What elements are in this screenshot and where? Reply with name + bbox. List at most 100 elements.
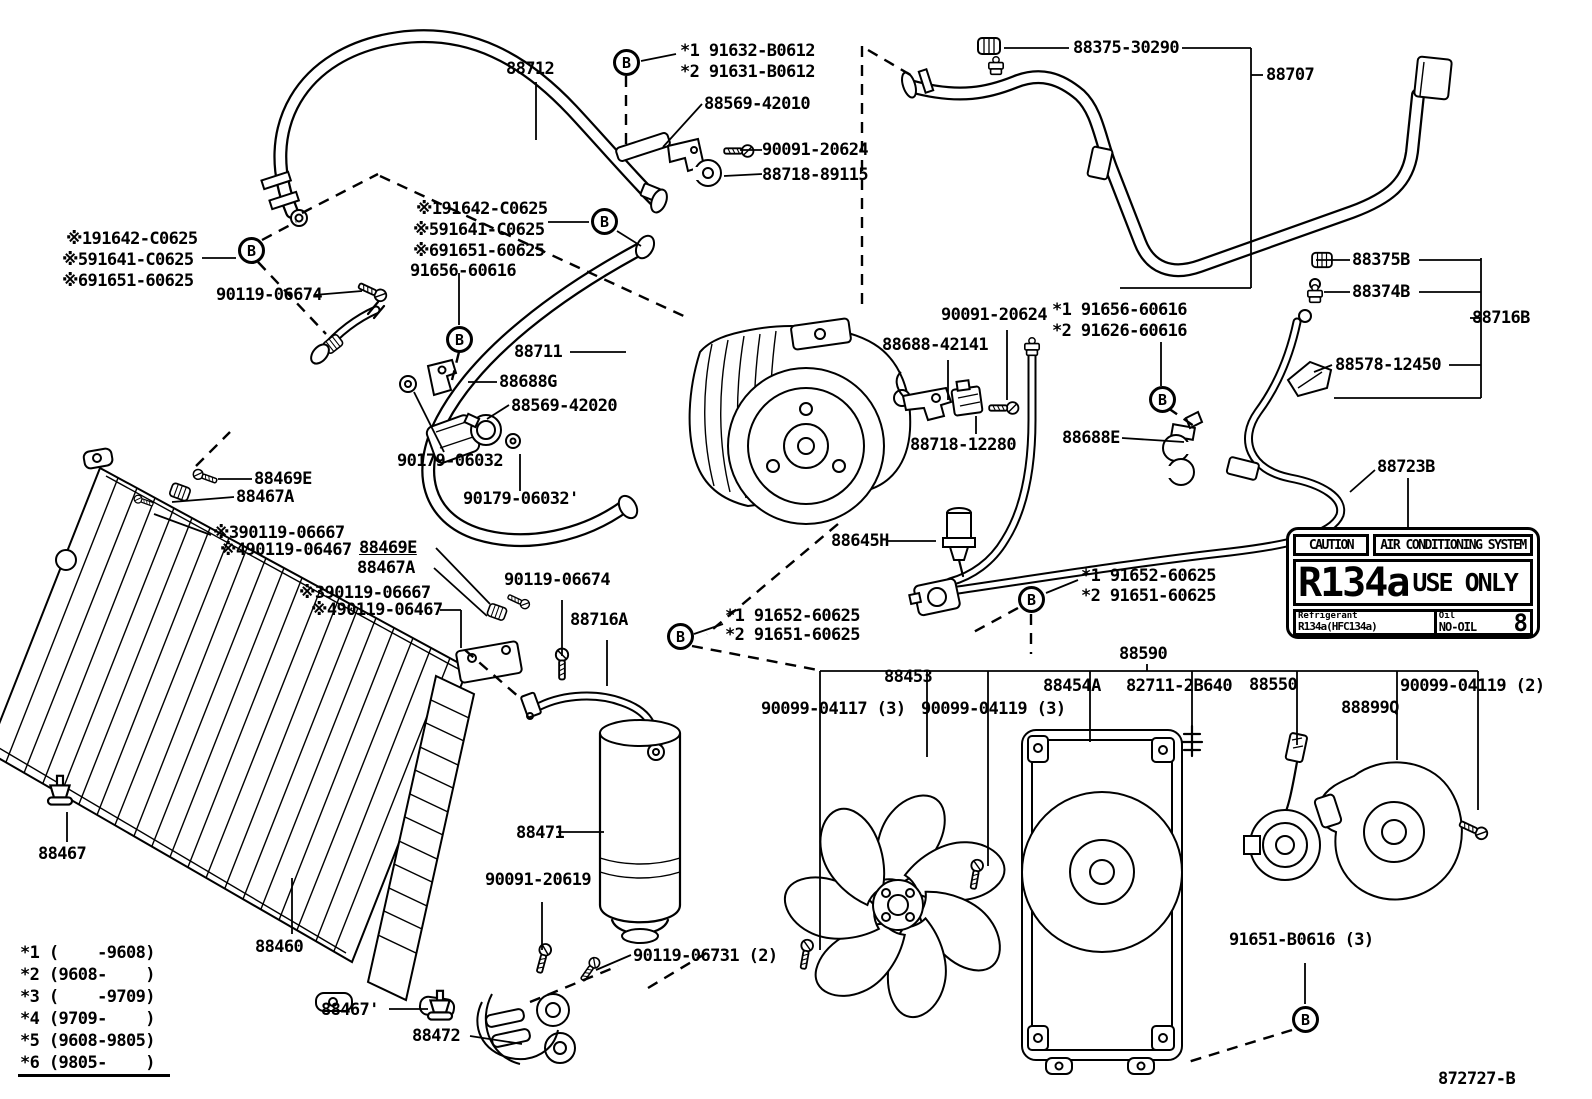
oil-number: 8 — [1513, 609, 1528, 636]
part-label-88471: 88471 — [516, 823, 565, 843]
refrigerant-type: R134a — [1298, 559, 1410, 606]
diagram-code: 872727-B — [1438, 1069, 1516, 1089]
refrigerant-value: R134a(HFC134a) — [1298, 620, 1378, 633]
b-marker-6: B — [1018, 586, 1045, 613]
part-label-88472: 88472 — [412, 1026, 461, 1046]
use-only-text: USE ONLY — [1412, 568, 1518, 597]
caution-word: CAUTION — [1293, 534, 1369, 556]
drier-bracket-88472 — [476, 993, 576, 1065]
discharge-pipe-88707 — [901, 37, 1453, 277]
part-label-90119-06674-2: 90119-06674 — [504, 570, 611, 590]
fan-motor-88550 — [1243, 732, 1321, 881]
part-label-90091-20624-2: 90091-20624 — [941, 305, 1048, 325]
oil-value: NO-OIL — [1438, 620, 1477, 634]
motor-cover-88899Q — [1313, 761, 1463, 901]
part-label-88375B: 88375B — [1352, 250, 1410, 270]
part-label-88569-42010: 88569-42010 — [704, 94, 811, 114]
part-label-90179-06032-2: 90179-06032' — [463, 489, 579, 509]
part-label-88467-2: 88467' — [321, 1000, 379, 1020]
clamp-88718-89115 — [693, 159, 722, 187]
part-label-88718-12280: 88718-12280 — [910, 435, 1017, 455]
part-label-88899Q: 88899Q — [1341, 698, 1399, 718]
part-label-91652-60625-2: *1 91652-60625 — [725, 606, 860, 626]
caution-sticker: CAUTION AIR CONDITIONING SYSTEM R134a US… — [1286, 527, 1540, 639]
bracket-88569-42010 — [615, 132, 706, 173]
damper-88718-12280 — [950, 379, 984, 417]
screw-90091-20624-2 — [988, 401, 1020, 415]
part-label-88454A: 88454A — [1043, 676, 1101, 696]
leader-lines — [66, 47, 1482, 1045]
pressure-switch-88645H — [942, 507, 976, 578]
dashed-lines — [195, 46, 1293, 1064]
part-label-82711-2B640: 82711-2B640 — [1126, 676, 1233, 696]
part-label-91632-B0612: *1 91632-B0612 — [680, 41, 815, 61]
part-label-90099-04119-3: 90099-04119 (3) — [921, 699, 1066, 719]
part-label-91651-60625-2: *2 91651-60625 — [725, 625, 860, 645]
receiver-drier — [598, 719, 682, 944]
part-label-88688-42141: 88688-42141 — [882, 335, 989, 355]
fan-shroud-88454A — [1021, 729, 1183, 1075]
hose-stub — [310, 300, 386, 365]
part-label-490119-06467-2: ※490119-06467 — [311, 600, 443, 620]
footnote-2: *2 (9608- ) — [20, 965, 155, 985]
part-label-191642-C0625-2: ※191642-C0625 — [416, 199, 548, 219]
part-label-88453: 88453 — [884, 667, 933, 687]
screw-88469E — [191, 467, 219, 487]
part-label-591641-C0625-2: ※591641-C0625 — [413, 220, 545, 240]
b-marker-7: B — [667, 623, 694, 650]
part-label-88645H: 88645H — [831, 531, 889, 551]
part-label-91651-60625: *2 91651-60625 — [1081, 586, 1216, 606]
part-label-90099-04117: 90099-04117 (3) — [761, 699, 906, 719]
bracket-88688E — [1162, 410, 1204, 486]
part-label-691651-60625: ※691651-60625 — [62, 271, 194, 291]
part-label-88569-42020: 88569-42020 — [511, 396, 618, 416]
footnote-divider — [18, 1074, 170, 1077]
b-marker-5: B — [1149, 386, 1176, 413]
part-label-490119-06467: ※490119-06467 — [220, 540, 352, 560]
part-label-88469E: 88469E — [254, 469, 312, 489]
refrigerant-cell: Refrigerant R134a(HFC134a) — [1293, 609, 1437, 636]
part-label-88712: 88712 — [506, 59, 555, 79]
part-label-88578-12450: 88578-12450 — [1335, 355, 1442, 375]
collar-88467A-2 — [485, 602, 509, 622]
part-label-88716B: 88716B — [1472, 308, 1530, 328]
pipe-clamp — [908, 577, 961, 617]
screw-90091-20624 — [723, 144, 755, 158]
suction-hose-88711 — [421, 234, 656, 548]
collar-88467A — [168, 481, 192, 503]
compressor — [688, 317, 912, 525]
part-label-91656-60616-2: *1 91656-60616 — [1052, 300, 1187, 320]
part-label-90119-06674: 90119-06674 — [216, 285, 323, 305]
oil-title: Oil — [1438, 611, 1456, 621]
caution-system: AIR CONDITIONING SYSTEM — [1373, 534, 1533, 556]
part-label-88718-89115: 88718-89115 — [762, 165, 869, 185]
part-label-88716A: 88716A — [570, 610, 628, 630]
part-label-88374B: 88374B — [1352, 282, 1410, 302]
pipe-with-switch — [945, 336, 1041, 587]
oil-cell: Oil NO-OIL 8 — [1436, 609, 1533, 636]
footnote-6: *6 (9805- ) — [20, 1053, 155, 1073]
condenser — [0, 447, 470, 1019]
part-label-88590: 88590 — [1119, 644, 1168, 664]
part-label-91652-60625: *1 91652-60625 — [1081, 566, 1216, 586]
footnote-3: *3 ( -9709) — [20, 987, 155, 1007]
part-label-91651-B0616: 91651-B0616 (3) — [1229, 930, 1374, 950]
part-label-88375-30290: 88375-30290 — [1073, 38, 1180, 58]
screw-90091-20619 — [532, 941, 554, 975]
footnote-5: *5 (9608-9805) — [20, 1031, 155, 1051]
part-label-90091-20619: 90091-20619 — [485, 870, 592, 890]
part-label-88460: 88460 — [255, 937, 304, 957]
fan-88453 — [784, 794, 1006, 1019]
part-label-90091-20624: 90091-20624 — [762, 140, 869, 160]
part-label-691651-60625-2: ※691651-60625 — [413, 241, 545, 261]
refrigerant-title: Refrigerant — [1298, 611, 1358, 621]
condenser-side-tank — [366, 640, 523, 1002]
part-label-90119-06731: 90119-06731 (2) — [633, 946, 778, 966]
footnote-4: *4 (9709- ) — [20, 1009, 155, 1029]
part-label-591641-C0625: ※591641-C0625 — [62, 250, 194, 270]
suction-hose-88712 — [260, 29, 668, 227]
part-label-88467A-2: 88467A — [357, 558, 415, 578]
b-marker-8: B — [1292, 1006, 1319, 1033]
